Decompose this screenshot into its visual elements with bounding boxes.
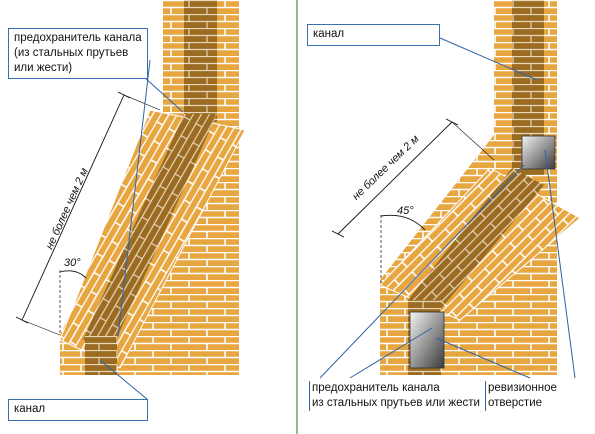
left-extension-bottom — [21, 319, 61, 336]
left-guard-callout-line-2: (из стальных прутьев — [14, 47, 129, 59]
right-channel-callout: канал — [307, 24, 440, 46]
right-channel-diagonal — [408, 168, 544, 310]
right-guard-leader-2 — [349, 327, 433, 379]
right-guard-callout-line-1: предохранитель канала — [312, 382, 440, 394]
left-channel-callout-text: канал — [14, 403, 46, 415]
right-angle-label: 45° — [397, 205, 414, 217]
left-channel-callout: канал — [8, 399, 148, 421]
left-drawing: не более чем 2 м 30° — [15, 0, 246, 401]
right-dimension-tick-bottom — [331, 230, 345, 238]
right-channel-leader — [439, 37, 538, 81]
left-channel-leader — [99, 359, 149, 401]
right-inspection-opening-upper — [521, 135, 556, 170]
right-dimension-line — [337, 121, 453, 235]
right-channel-callout-text: канал — [313, 28, 345, 40]
left-angle-arc — [59, 270, 87, 279]
right-dimension-label: не более чем 2 м — [350, 133, 422, 203]
right-drawing: не более чем 2 м 45° — [319, 0, 581, 379]
right-guard-callout-line-2: из стальных прутьев или жести — [312, 397, 480, 409]
right-inspection-leader-2 — [435, 337, 531, 379]
left-guard-leader-2 — [117, 59, 151, 337]
left-guard-callout-line-1: предохранитель канала — [14, 32, 142, 44]
right-inspection-leader-1 — [544, 149, 576, 379]
left-angle-label: 30° — [64, 257, 81, 269]
left-guard-callout: предохранитель канала (из стальных пруть… — [8, 28, 148, 79]
right-angle-arc — [380, 214, 426, 231]
right-extension-top — [451, 121, 495, 161]
left-guard-callout-line-3: или жести) — [14, 62, 73, 74]
left-channel-upper — [184, 0, 217, 122]
left-extension-top — [123, 94, 161, 111]
left-channel-diagonal — [83, 114, 217, 340]
right-inspection-callout-line-2: отверстие — [488, 397, 543, 409]
left-dimension-line — [21, 94, 125, 321]
left-dimension-label: не более чем 2 м — [44, 166, 91, 251]
right-inspection-opening-lower — [409, 311, 445, 369]
right-guard-callout: предохранитель канала из стальных прутье… — [309, 381, 480, 411]
right-inspection-callout-line-1: ревизионное — [488, 382, 557, 394]
right-guard-leader-1 — [319, 164, 525, 379]
left-channel-lower — [85, 336, 117, 375]
right-inspection-callout: ревизионное отверстие — [485, 381, 557, 411]
